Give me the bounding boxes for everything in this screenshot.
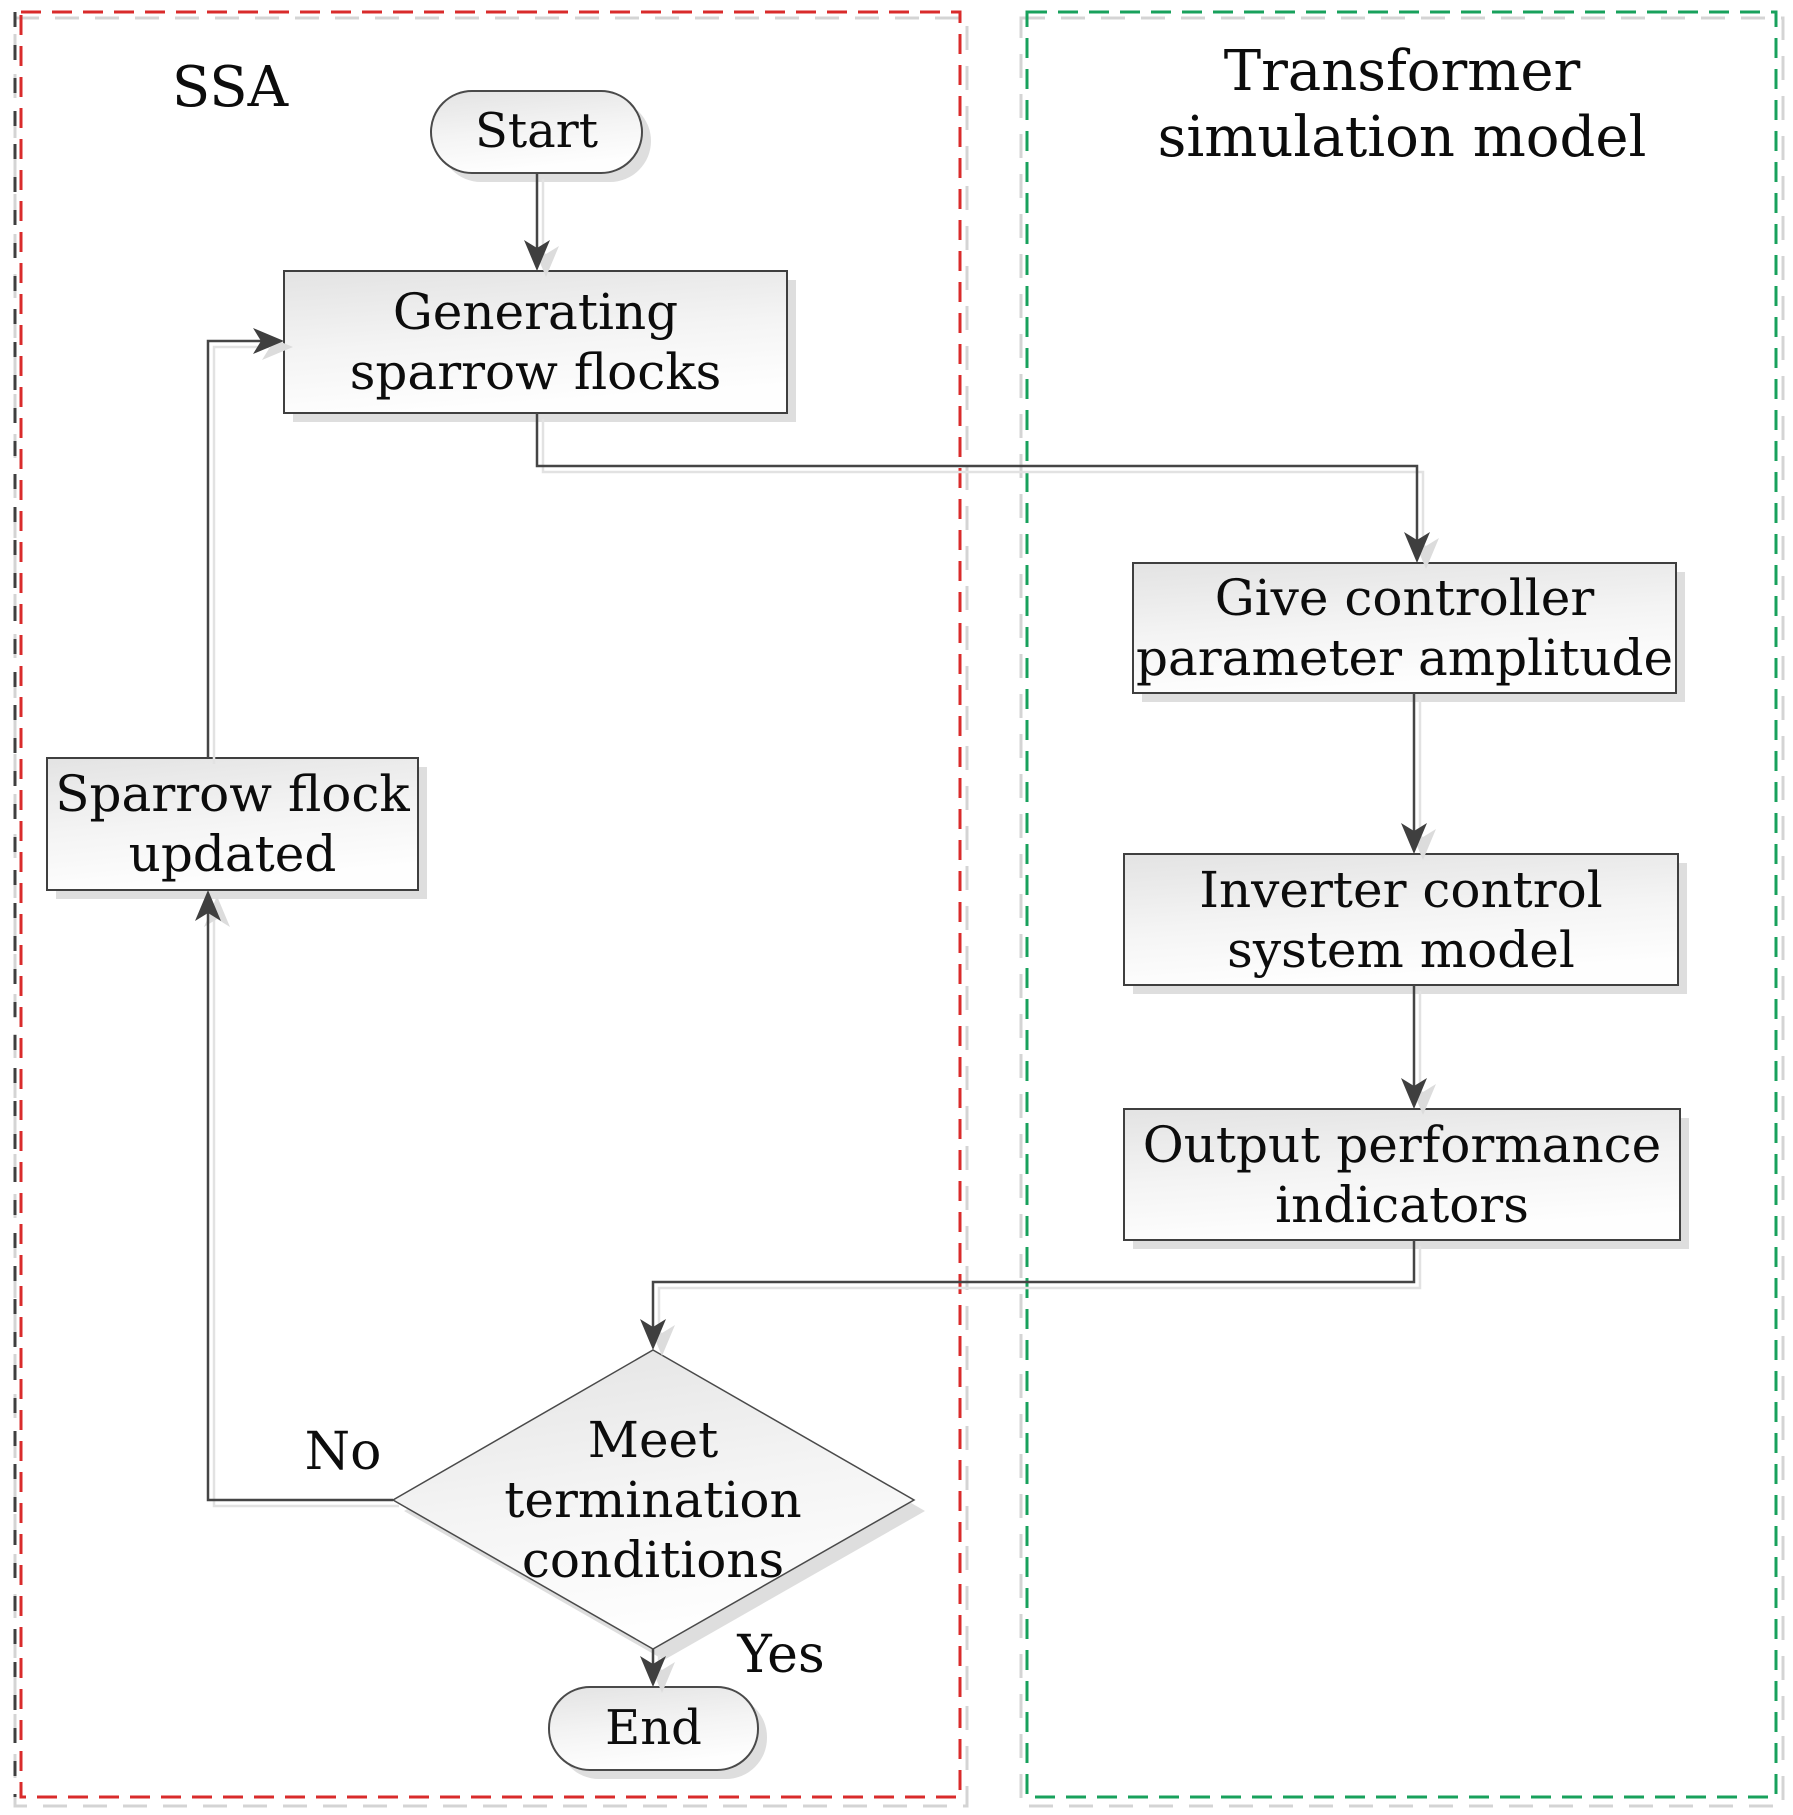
end-node	[548, 1686, 759, 1771]
ssa-container	[19, 10, 962, 1799]
connector-sparrow-to-generating	[206, 339, 263, 758]
connector-decision-no-to-sparrow	[206, 912, 393, 1502]
decision-diamond	[391, 1349, 916, 1650]
ssa-container-shadow	[13, 16, 969, 1808]
sparrow-node	[46, 757, 419, 891]
transformer-container-shadow	[1019, 16, 1785, 1808]
arrowheads	[195, 240, 1430, 1687]
transformer-container	[1025, 10, 1778, 1799]
arrowhead-into-decision	[640, 1319, 666, 1350]
output-node	[1123, 1108, 1681, 1241]
connectors	[206, 173, 1419, 1666]
give-node	[1132, 562, 1677, 694]
generating-node	[283, 270, 788, 414]
arrowhead-into-inverter	[1401, 823, 1427, 854]
arrowhead-into-generating	[524, 240, 550, 271]
arrowhead-into-output	[1401, 1078, 1427, 1109]
connector-output-to-decision	[651, 1240, 1416, 1329]
arrowhead-into-end	[640, 1656, 666, 1687]
connector-shadows	[212, 179, 1425, 1672]
start-node	[430, 90, 643, 174]
connector-generating-to-give	[535, 413, 1419, 542]
arrowhead-into-give	[1404, 532, 1430, 563]
inverter-node	[1123, 853, 1679, 986]
arrowhead-into-generating-left	[253, 328, 284, 354]
arrowhead-into-sparrow	[195, 890, 221, 921]
